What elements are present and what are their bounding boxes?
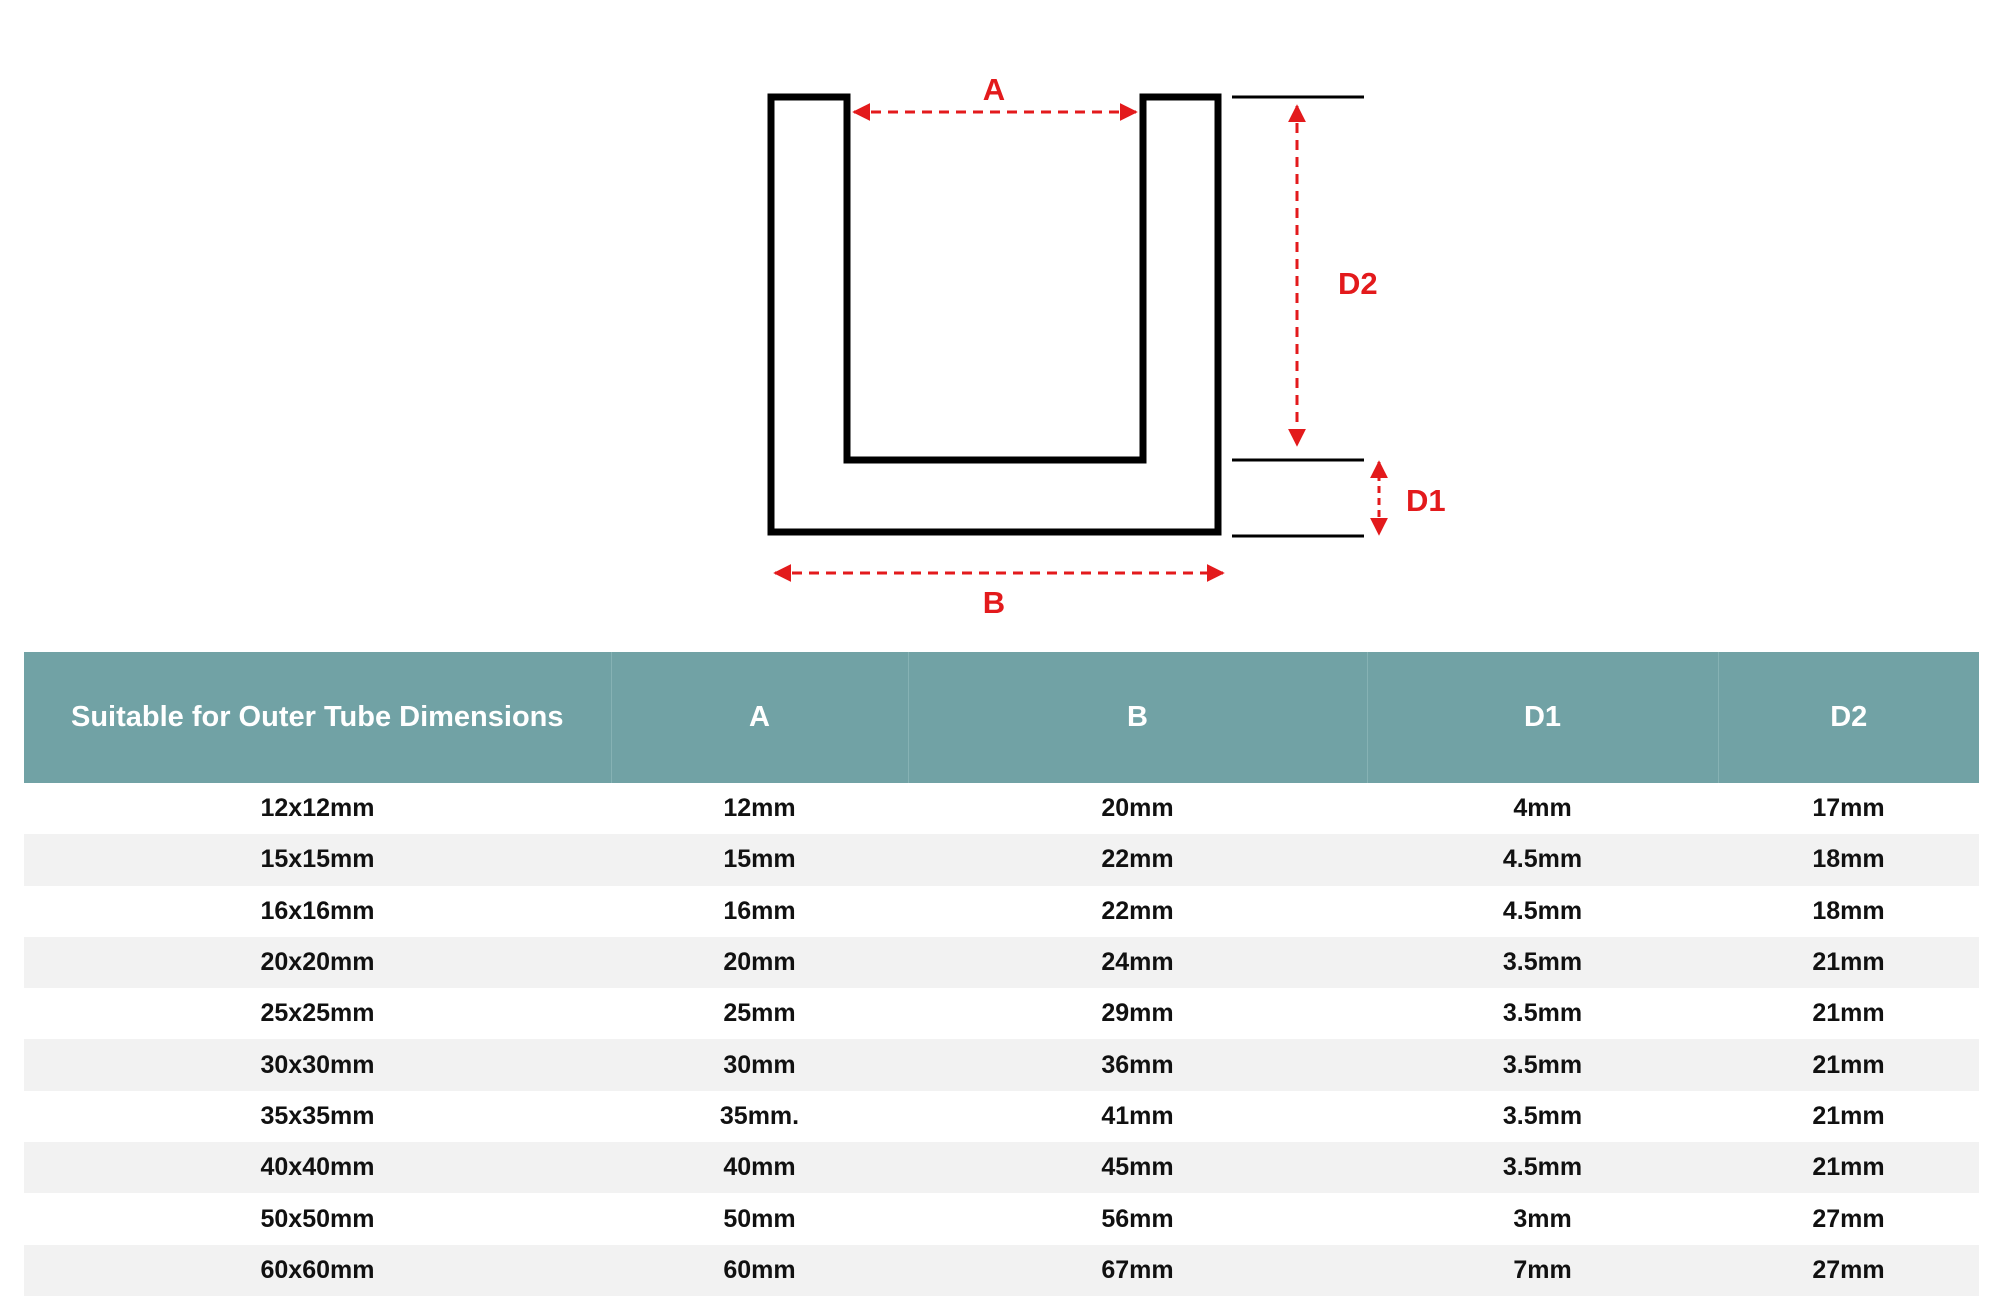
cell-outer-tube: 60x60mm xyxy=(24,1244,611,1296)
table-row: 25x25mm 25mm 29mm 3.5mm 21mm xyxy=(24,988,1979,1040)
cell-b: 56mm xyxy=(908,1193,1367,1245)
cell-a: 50mm xyxy=(611,1193,908,1245)
table-row: 12x12mm 12mm 20mm 4mm 17mm xyxy=(24,783,1979,835)
table-row: 20x20mm 20mm 24mm 3.5mm 21mm xyxy=(24,936,1979,989)
cell-d1: 3.5mm xyxy=(1367,1142,1718,1194)
cell-outer-tube: 12x12mm xyxy=(24,783,611,835)
cell-outer-tube: 50x50mm xyxy=(24,1193,611,1245)
cell-d2: 21mm xyxy=(1718,1142,1979,1194)
cell-d1: 4.5mm xyxy=(1367,834,1718,886)
table-row: 35x35mm 35mm. 41mm 3.5mm 21mm xyxy=(24,1090,1979,1143)
cell-d1: 4.5mm xyxy=(1367,885,1718,937)
cell-outer-tube: 35x35mm xyxy=(24,1090,611,1143)
table-row: 16x16mm 16mm 22mm 4.5mm 18mm xyxy=(24,885,1979,937)
cell-a: 25mm xyxy=(611,988,908,1040)
cell-a: 40mm xyxy=(611,1142,908,1194)
cell-d2: 27mm xyxy=(1718,1244,1979,1296)
cell-outer-tube: 25x25mm xyxy=(24,988,611,1040)
header-a: A xyxy=(610,652,908,783)
table-row: 50x50mm 50mm 56mm 3mm 27mm xyxy=(24,1193,1979,1245)
cell-d1: 7mm xyxy=(1367,1244,1718,1296)
dimension-d2-label: D2 xyxy=(1338,266,1378,301)
cell-outer-tube: 16x16mm xyxy=(24,885,611,937)
cell-a: 60mm xyxy=(611,1244,908,1296)
cell-d2: 21mm xyxy=(1718,936,1979,989)
cell-b: 36mm xyxy=(908,1039,1367,1091)
cell-b: 29mm xyxy=(908,988,1367,1040)
cell-outer-tube: 40x40mm xyxy=(24,1142,611,1194)
cell-d1: 3.5mm xyxy=(1367,936,1718,989)
cell-a: 35mm. xyxy=(611,1090,908,1143)
cell-d1: 4mm xyxy=(1367,783,1718,835)
table-row: 60x60mm 60mm 67mm 7mm 27mm xyxy=(24,1244,1979,1296)
dimension-d1-label: D1 xyxy=(1406,483,1446,518)
cell-b: 67mm xyxy=(908,1244,1367,1296)
cell-b: 22mm xyxy=(908,885,1367,937)
table-header-row: Suitable for Outer Tube Dimensions A B D… xyxy=(24,652,1979,783)
dimension-b-label: B xyxy=(983,585,1005,620)
cell-d1: 3mm xyxy=(1367,1193,1718,1245)
cell-b: 41mm xyxy=(908,1090,1367,1143)
table-row: 40x40mm 40mm 45mm 3.5mm 21mm xyxy=(24,1142,1979,1194)
u-profile-diagram: A B D2 D1 xyxy=(767,72,1446,620)
cell-d1: 3.5mm xyxy=(1367,1039,1718,1091)
u-channel-profile xyxy=(767,93,1222,536)
dimensions-table: Suitable for Outer Tube Dimensions A B D… xyxy=(24,652,1979,1296)
cell-d2: 17mm xyxy=(1718,783,1979,835)
cell-d1: 3.5mm xyxy=(1367,1090,1718,1143)
cell-outer-tube: 15x15mm xyxy=(24,834,611,886)
table-row: 15x15mm 15mm 22mm 4.5mm 18mm xyxy=(24,834,1979,886)
cell-d2: 21mm xyxy=(1718,988,1979,1040)
cell-d2: 18mm xyxy=(1718,834,1979,886)
cell-d2: 21mm xyxy=(1718,1039,1979,1091)
cell-b: 45mm xyxy=(908,1142,1367,1194)
header-b: B xyxy=(907,652,1367,783)
cell-b: 24mm xyxy=(908,936,1367,989)
header-outer-tube: Suitable for Outer Tube Dimensions xyxy=(24,652,611,783)
cell-outer-tube: 20x20mm xyxy=(24,936,611,989)
cell-b: 22mm xyxy=(908,834,1367,886)
cell-a: 30mm xyxy=(611,1039,908,1091)
table-row: 30x30mm 30mm 36mm 3.5mm 21mm xyxy=(24,1039,1979,1091)
cell-d1: 3.5mm xyxy=(1367,988,1718,1040)
header-d1: D1 xyxy=(1366,652,1718,783)
cell-b: 20mm xyxy=(908,783,1367,835)
cell-outer-tube: 30x30mm xyxy=(24,1039,611,1091)
dimension-a-label: A xyxy=(983,72,1005,107)
cell-a: 15mm xyxy=(611,834,908,886)
cell-a: 12mm xyxy=(611,783,908,835)
cell-d2: 18mm xyxy=(1718,885,1979,937)
header-d2: D2 xyxy=(1717,652,1979,783)
cell-a: 16mm xyxy=(611,885,908,937)
cell-d2: 21mm xyxy=(1718,1090,1979,1143)
cell-a: 20mm xyxy=(611,936,908,989)
cell-d2: 27mm xyxy=(1718,1193,1979,1245)
